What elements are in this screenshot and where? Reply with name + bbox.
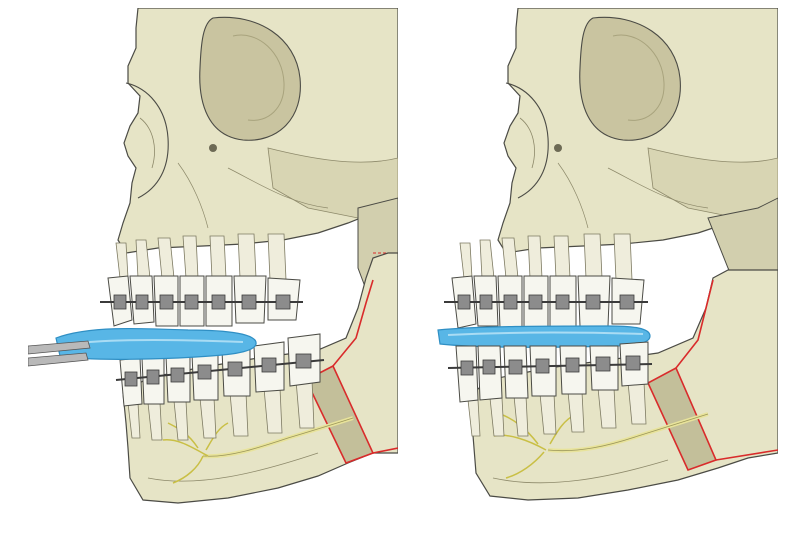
lower-tooth-roots bbox=[127, 379, 315, 441]
lower-archwire bbox=[447, 363, 653, 369]
skull-open-jaw-illustration bbox=[28, 8, 398, 504]
upper-brackets bbox=[113, 294, 291, 310]
occlusal-splint bbox=[55, 327, 257, 360]
nasal-aperture bbox=[505, 82, 549, 199]
osteotomy-cut-line bbox=[332, 279, 374, 367]
panel-before bbox=[28, 8, 398, 536]
nasal-aperture bbox=[125, 82, 169, 199]
lower-brackets bbox=[460, 355, 641, 376]
orbit bbox=[199, 16, 301, 141]
forceps-icon bbox=[28, 340, 91, 367]
upper-brackets bbox=[457, 294, 635, 310]
infraorbital-foramen bbox=[209, 144, 217, 152]
orbit bbox=[579, 16, 681, 141]
infraorbital-foramen bbox=[554, 144, 562, 152]
osteotomy-cut-line bbox=[675, 279, 714, 369]
occlusal-splint bbox=[437, 325, 651, 348]
lower-tooth-crowns bbox=[119, 333, 321, 407]
lower-brackets bbox=[124, 353, 312, 387]
upper-tooth-roots bbox=[459, 233, 633, 281]
panel-after bbox=[408, 8, 778, 536]
skull-closed-jaw-illustration bbox=[437, 8, 778, 501]
